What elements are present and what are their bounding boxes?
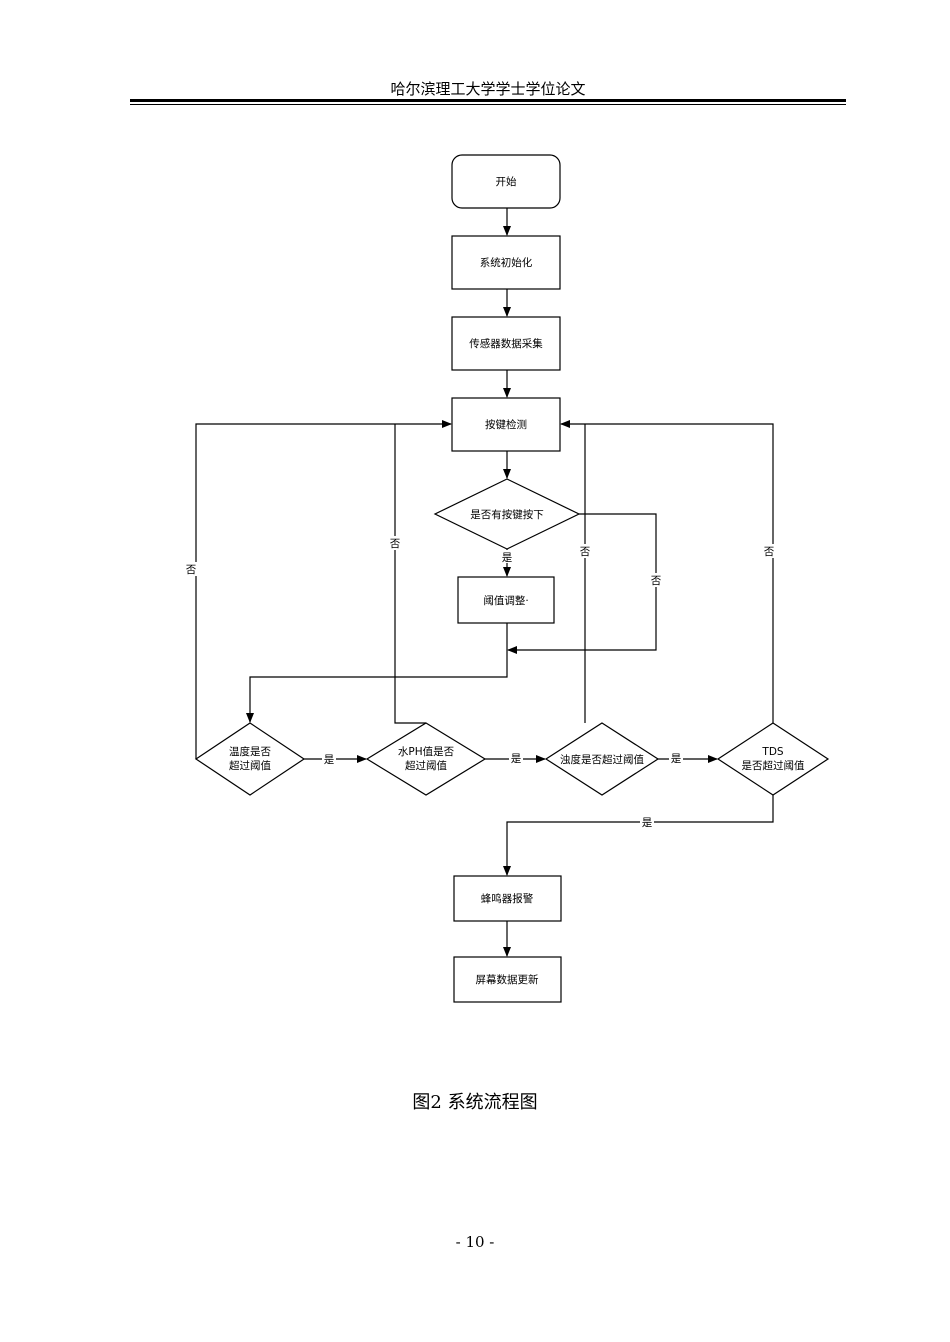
sensor-label: 传感器数据采集 bbox=[469, 337, 543, 350]
yes-label-turbidity: 是 bbox=[671, 753, 682, 765]
arrow-tds-yes bbox=[503, 795, 774, 876]
temp-decision bbox=[194, 722, 306, 796]
display-label: 屏幕数据更新 bbox=[476, 973, 539, 986]
threshold-adjust-label: 阈值调整· bbox=[483, 594, 528, 607]
no-label-ph: 否 bbox=[390, 538, 401, 550]
figure-caption: 图2 系统流程图 bbox=[412, 1092, 538, 1113]
alarm-node bbox=[453, 875, 562, 922]
no-label-tds: 否 bbox=[764, 546, 775, 558]
arrow-tds-no bbox=[560, 420, 774, 723]
start-label: 开始 bbox=[496, 175, 517, 188]
arrow-merge-temp bbox=[246, 650, 508, 723]
no-label-turbidity: 否 bbox=[580, 546, 591, 558]
no-label-temp: 否 bbox=[186, 564, 197, 576]
key-pressed-label: 是否有按键按下 bbox=[470, 508, 544, 521]
yes-label-ph: 是 bbox=[511, 753, 522, 765]
page-number: - 10 - bbox=[455, 1233, 495, 1251]
sensor-node bbox=[451, 316, 561, 371]
turbidity-decision bbox=[544, 722, 660, 796]
yes-label-temp: 是 bbox=[324, 754, 335, 766]
init-node bbox=[451, 235, 561, 290]
temp-label-line1: 温度是否 bbox=[229, 745, 271, 758]
tds-label-line1: TDS bbox=[761, 746, 783, 758]
header-rule-thick bbox=[130, 99, 846, 102]
ph-decision bbox=[365, 722, 487, 796]
yes-label-key: 是 bbox=[502, 552, 513, 564]
threshold-adjust-node bbox=[457, 576, 555, 624]
ph-label-line2: 超过阈值 bbox=[405, 759, 447, 772]
yes-label-tds: 是 bbox=[642, 817, 653, 829]
arrow-temp-no bbox=[195, 420, 452, 759]
ph-label-line1: 水PH值是否 bbox=[398, 745, 455, 758]
header-rule-thin bbox=[130, 104, 846, 105]
display-node bbox=[453, 956, 562, 1003]
start-node bbox=[451, 154, 561, 209]
keyscan-label: 按键检测 bbox=[485, 418, 527, 431]
turbidity-label: 浊度是否超过阈值 bbox=[560, 753, 644, 766]
line-ph-no bbox=[394, 424, 426, 724]
no-label-key: 否 bbox=[651, 575, 662, 587]
alarm-label: 蜂鸣器报警 bbox=[481, 892, 534, 905]
temp-label-line2: 超过阈值 bbox=[229, 759, 271, 772]
init-label: 系统初始化 bbox=[480, 256, 533, 269]
tds-label-line2: 是否超过阈值 bbox=[742, 759, 805, 772]
tds-decision bbox=[716, 722, 830, 796]
running-header: 哈尔滨理工大学学士学位论文 bbox=[390, 80, 586, 98]
